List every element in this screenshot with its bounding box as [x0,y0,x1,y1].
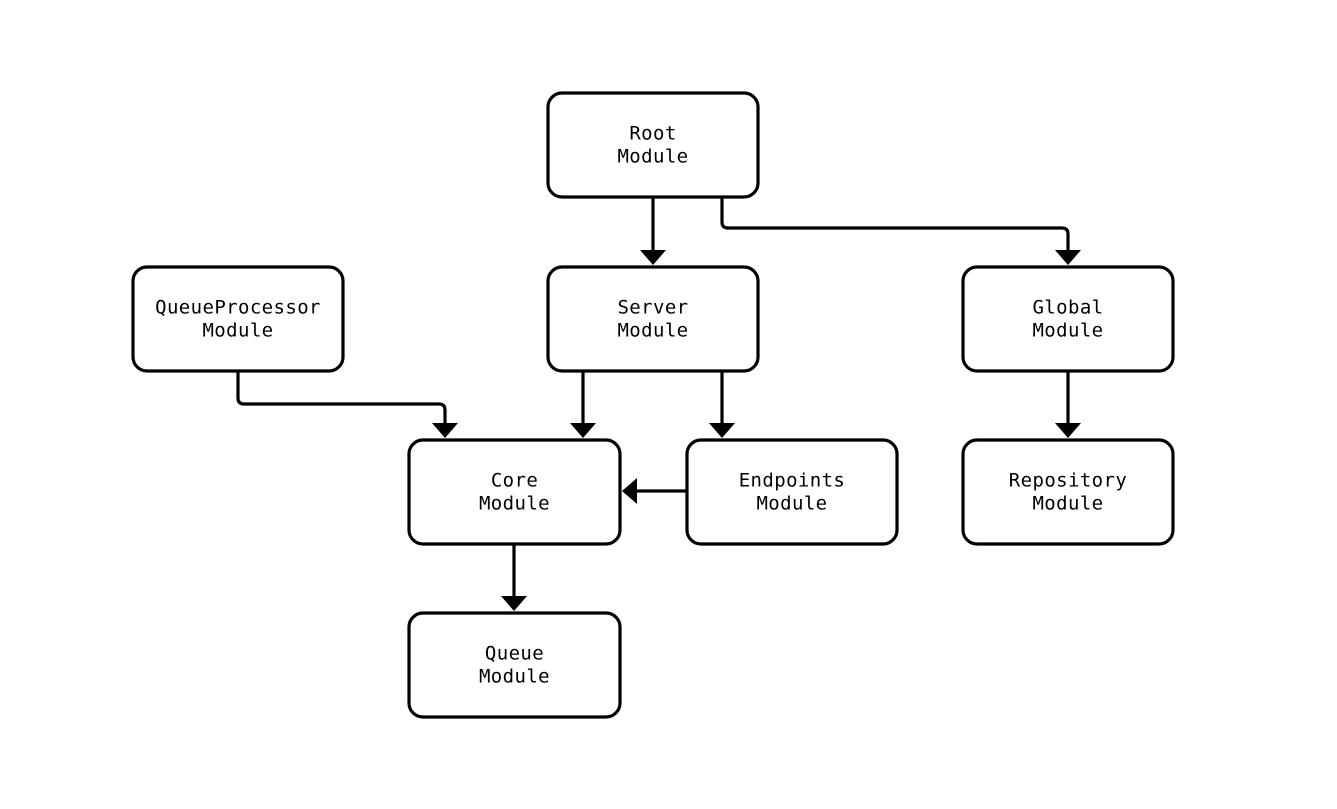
node-label-line1: Endpoints [739,470,846,492]
node-label-line2: Module [1032,493,1103,515]
node-label-line1: QueueProcessor [155,297,321,319]
edge-endpoints-to-core [622,478,687,504]
edges-layer [236,197,1081,611]
arrow-head-icon [432,423,458,438]
node-label-line2: Module [1032,320,1103,342]
node-label-line1: Queue [485,643,544,665]
node-box[interactable] [407,611,622,719]
edge-server-to-core [570,371,596,438]
node-box[interactable] [961,265,1175,373]
node-label-line1: Core [491,470,538,492]
node-label-line1: Server [617,297,688,319]
node-box[interactable] [685,438,899,546]
node-label-line2: Module [617,320,688,342]
node-label-line1: Repository [1009,470,1127,492]
edge-root-to-server [640,197,666,265]
arrow-head-icon [1055,250,1081,265]
edge-root-to-global [720,197,1081,265]
edge-global-to-repository [1055,371,1081,438]
arrow-head-icon [709,423,735,438]
node-label-line1: Root [629,123,676,145]
node-label-line2: Module [617,146,688,168]
arrow-head-icon [501,596,527,611]
edge-line [720,197,1070,252]
edge-server-to-endpoints [709,371,735,438]
node-box[interactable] [961,438,1175,546]
edge-line [236,371,447,425]
node-label-line1: Global [1032,297,1103,319]
node-label-line2: Module [202,320,273,342]
node-box[interactable] [546,91,760,199]
node-box[interactable] [546,265,760,373]
node-label-line2: Module [756,493,827,515]
arrow-head-icon [1055,423,1081,438]
nodes-layer: RootModuleQueueProcessorModuleServerModu… [131,91,1175,719]
node-label-line2: Module [479,493,550,515]
arrow-head-icon [570,423,596,438]
edge-core-to-queue [501,544,527,611]
edge-queueprocessor-to-core [236,371,458,438]
node-label-line2: Module [479,666,550,688]
arrow-head-icon [622,478,637,504]
node-box[interactable] [407,438,622,546]
arrow-head-icon [640,250,666,265]
node-box[interactable] [131,265,345,373]
